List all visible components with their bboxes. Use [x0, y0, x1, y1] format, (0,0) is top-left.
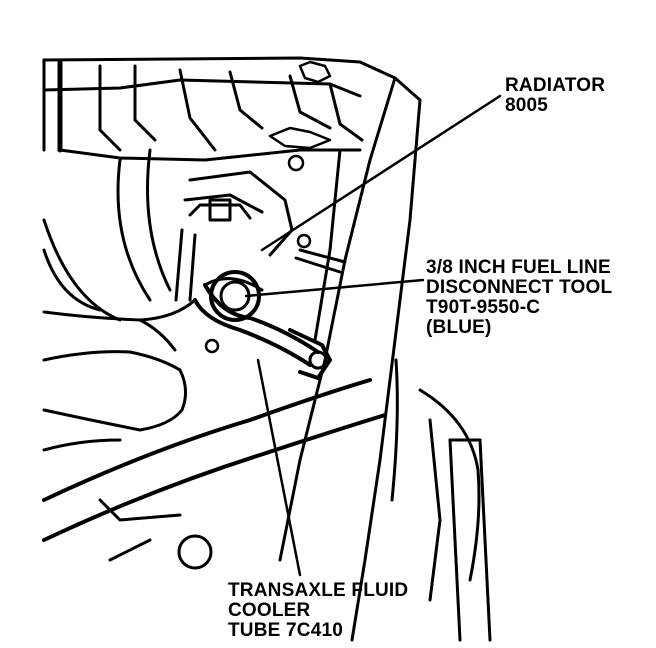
leader-lines — [244, 94, 502, 577]
cooler-tube — [42, 283, 387, 542]
cooler-tube-callout: TRANSAXLE FLUID COOLER TUBE 7C410 — [228, 581, 408, 641]
disconnect-tool-callout-line4: (BLUE) — [426, 317, 492, 338]
disconnect-tool-callout-line1: 3/8 INCH FUEL LINE — [426, 257, 611, 278]
disconnect-tool-callout-line2: DISCONNECT TOOL — [426, 277, 613, 298]
radiator-callout-line2: 8005 — [505, 95, 549, 116]
tube-fitting-bracket — [174, 170, 294, 322]
cooler-tube-callout-line2: COOLER — [228, 600, 311, 621]
disconnect-tool-callout-line3: T90T-9550-C — [426, 297, 541, 318]
technician-hand — [42, 298, 220, 452]
cooler-tube-callout-line1: TRANSAXLE FLUID — [228, 580, 409, 601]
disconnect-tool-callout: 3/8 INCH FUEL LINE DISCONNECT TOOL T90T-… — [426, 258, 612, 338]
radiator-upper-tank — [42, 56, 422, 172]
radiator-callout: RADIATOR 8005 — [505, 76, 605, 116]
tool-leader-line — [244, 278, 425, 298]
radiator-callout-line1: RADIATOR — [505, 75, 606, 96]
radiator-leader-line — [260, 94, 502, 252]
fan-shroud — [42, 148, 172, 322]
radiator-side-panel — [278, 76, 422, 642]
lower-frame — [98, 358, 492, 642]
cooler-tube-callout-line3: TUBE 7C410 — [228, 620, 343, 641]
tube-leader-line — [256, 358, 302, 577]
